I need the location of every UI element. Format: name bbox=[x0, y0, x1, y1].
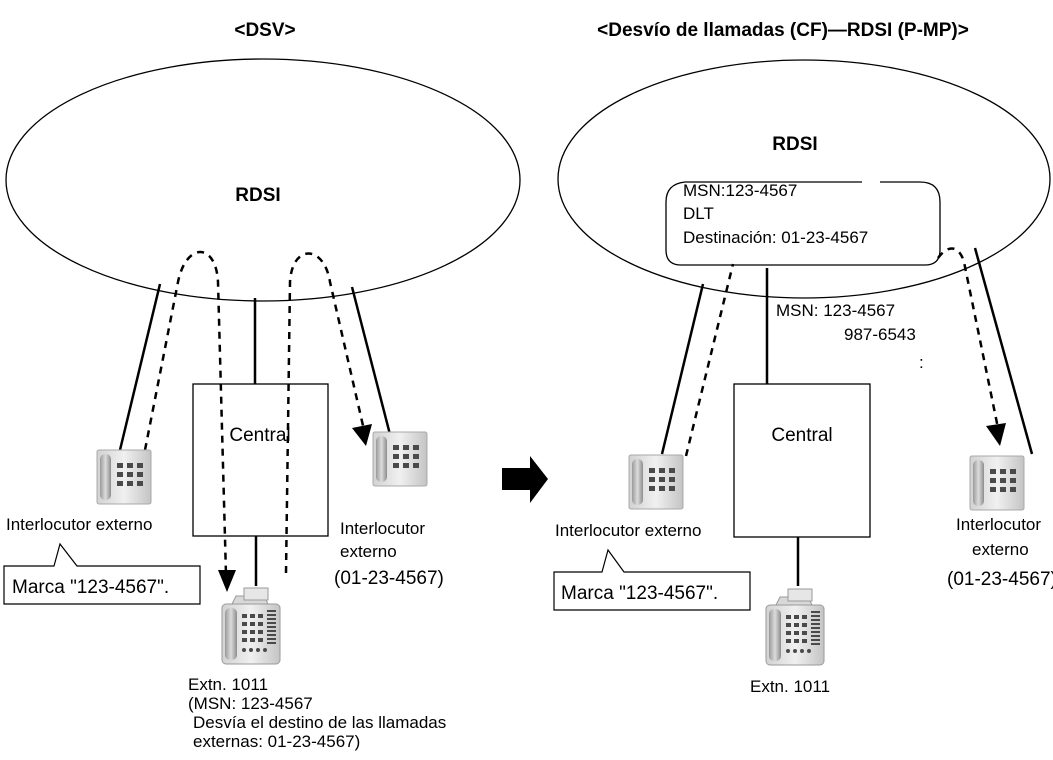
right-arrowhead-dest bbox=[986, 423, 1006, 446]
right-box-line-1: MSN:123-4567 bbox=[683, 181, 797, 200]
right-caller-speech-bubble bbox=[553, 548, 751, 611]
right-pbx-label: Central bbox=[771, 425, 832, 446]
left-ext-label-4: externas: 01-23-4567) bbox=[193, 732, 360, 751]
left-network-label: RDSI bbox=[235, 185, 280, 206]
right-caller-label: Interlocutor externo bbox=[555, 521, 701, 540]
left-arrowhead-ext bbox=[218, 570, 236, 592]
right-msn-data-box bbox=[665, 181, 941, 266]
right-forward-path bbox=[937, 247, 1000, 429]
left-dest-phone-icon bbox=[372, 431, 428, 487]
left-pbx-label: Central bbox=[229, 425, 290, 446]
right-arrow-icon bbox=[502, 456, 548, 503]
right-extension-phone-icon bbox=[765, 588, 825, 666]
right-box-line-3: Destinación: 01-23-4567 bbox=[683, 228, 868, 247]
right-caller-phone-icon bbox=[628, 454, 684, 510]
left-pbx-box bbox=[192, 383, 329, 537]
right-call-path bbox=[684, 263, 735, 457]
left-ext-label-3: Desvía el destino de las llamadas bbox=[193, 713, 446, 732]
right-pbx-box bbox=[733, 383, 871, 538]
right-box-line-2: DLT bbox=[683, 204, 714, 223]
left-dest-label-2: externo bbox=[340, 542, 397, 561]
right-dest-label-2: externo bbox=[972, 540, 1029, 559]
left-call-path bbox=[143, 250, 228, 576]
left-caller-phone-icon bbox=[96, 449, 152, 505]
left-arrowhead-dest bbox=[352, 424, 372, 446]
left-caller-speech-bubble bbox=[3, 542, 201, 605]
right-caller-speech: Marca "123-4567". bbox=[561, 583, 718, 604]
left-title: <DSV> bbox=[234, 20, 295, 41]
right-ext-label-1: Extn. 1011 bbox=[750, 677, 830, 696]
left-ext-label-2: (MSN: 123-4567 bbox=[188, 694, 313, 713]
right-trunk-caller bbox=[660, 283, 705, 455]
left-ext-label-1: Extn. 1011 bbox=[188, 675, 268, 694]
left-trunk-caller bbox=[118, 283, 162, 451]
left-network-cloud bbox=[5, 58, 521, 302]
left-extension-phone-icon bbox=[221, 587, 281, 665]
left-caller-speech: Marca "123-4567". bbox=[12, 577, 169, 598]
right-msn-line-1: MSN: 123-4567 bbox=[776, 301, 895, 320]
right-dest-label-3: (01-23-4567) bbox=[947, 569, 1053, 590]
right-dest-label-1: Interlocutor bbox=[956, 515, 1041, 534]
left-dest-label-3: (01-23-4567) bbox=[334, 568, 444, 589]
right-trunk-dest bbox=[973, 247, 1034, 455]
left-caller-label: Interlocutor externo bbox=[6, 515, 152, 534]
right-dest-phone-icon bbox=[969, 455, 1025, 511]
right-network-label: RDSI bbox=[772, 134, 817, 155]
right-title: <Desvío de llamadas (CF)—RDSI (P-MP)> bbox=[597, 20, 969, 41]
left-dest-label-1: Interlocutor bbox=[340, 519, 425, 538]
right-msn-line-2: 987-6543 bbox=[844, 325, 916, 344]
right-msn-line-3: : bbox=[919, 353, 924, 372]
left-trunk-dest bbox=[350, 286, 396, 451]
left-forward-path bbox=[284, 252, 366, 574]
